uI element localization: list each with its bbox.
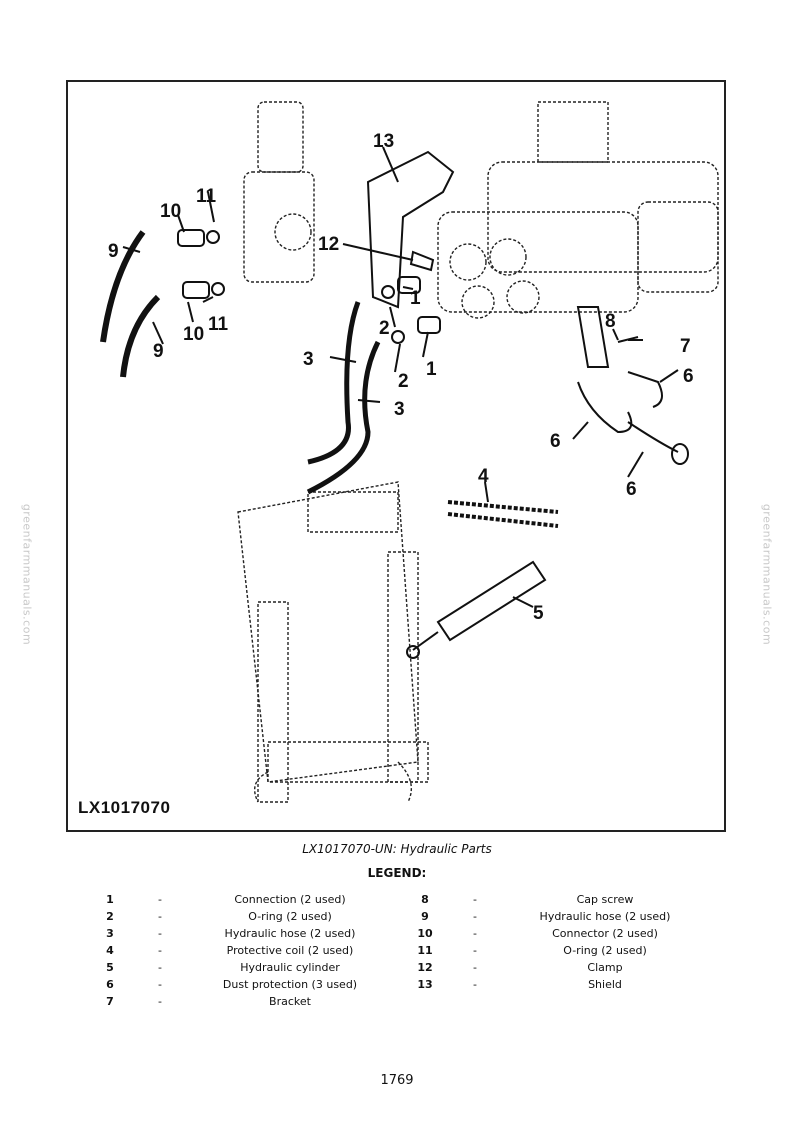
legend-description: Dust protection (3 used) (222, 978, 358, 991)
legend-number: 2 (106, 910, 114, 923)
callout-6-right: 6 (683, 366, 694, 387)
callout-10-upper: 10 (160, 201, 181, 222)
legend-number: 6 (106, 978, 114, 991)
legend-description: Protective coil (2 used) (226, 944, 354, 957)
figure-id-label: LX1017070 (78, 798, 171, 817)
legend-number: 7 (106, 995, 114, 1008)
hydraulic-parts-drawing: 13 11 10 9 12 11 10 9 1 2 8 7 3 1 2 6 3 … (100, 101, 719, 803)
legend-description: Hydraulic hose (2 used) (224, 927, 356, 940)
legend-description: Clamp (587, 961, 623, 974)
callout-2-upper: 2 (379, 318, 390, 339)
figure-caption: LX1017070-UN: Hydraulic Parts (302, 842, 492, 856)
callout-9-lower: 9 (153, 341, 164, 362)
legend-dash: - (473, 893, 477, 906)
legend-number: 3 (106, 927, 114, 940)
legend-dash: - (473, 927, 477, 940)
callout-3-lower: 3 (394, 399, 405, 420)
legend-dash: - (473, 978, 477, 991)
legend-dash: - (158, 961, 162, 974)
legend-number: 9 (421, 910, 429, 923)
legend-number: 13 (417, 978, 433, 991)
callout-8: 8 (605, 311, 616, 332)
callout-7: 7 (680, 336, 691, 357)
legend-description: Shield (588, 978, 622, 991)
callout-10-lower: 10 (183, 324, 204, 345)
callout-2-lower: 2 (398, 371, 409, 392)
callout-1-lower: 1 (426, 359, 437, 380)
legend-dash: - (158, 995, 162, 1008)
legend-title: LEGEND: (367, 866, 427, 880)
callout-12: 12 (318, 234, 339, 255)
figure-frame: 13 11 10 9 12 11 10 9 1 2 8 7 3 1 2 6 3 … (66, 80, 726, 832)
callout-4: 4 (478, 466, 489, 487)
callout-6-left: 6 (550, 431, 561, 452)
legend-number: 10 (417, 927, 433, 940)
watermark-right: greenfarmmanuals.com (760, 503, 774, 646)
legend-description: Cap screw (576, 893, 634, 906)
legend-dash: - (473, 944, 477, 957)
legend-dash: - (473, 961, 477, 974)
legend-description: Bracket (269, 995, 311, 1008)
legend-dash: - (158, 893, 162, 906)
legend-description: O-ring (2 used) (248, 910, 332, 923)
legend-dash: - (158, 978, 162, 991)
callout-9-upper: 9 (108, 241, 119, 262)
legend-number: 12 (417, 961, 433, 974)
watermark-left: greenfarmmanuals.com (20, 503, 34, 646)
legend-number: 11 (417, 944, 433, 957)
legend-number: 5 (106, 961, 114, 974)
legend-dash: - (473, 910, 477, 923)
legend-description: O-ring (2 used) (563, 944, 647, 957)
legend-dash: - (158, 944, 162, 957)
callout-6-bottom: 6 (626, 479, 637, 500)
callout-11-lower: 11 (208, 314, 229, 335)
page-number: 1769 (380, 1073, 414, 1088)
legend-number: 1 (106, 893, 114, 906)
callout-11-upper: 11 (196, 186, 217, 207)
legend-description: Hydraulic cylinder (240, 961, 340, 974)
legend-description: Connector (2 used) (552, 927, 658, 940)
legend-description: Hydraulic hose (2 used) (539, 910, 671, 923)
callout-3-upper: 3 (303, 349, 314, 370)
legend-dash: - (158, 910, 162, 923)
legend-description: Connection (2 used) (234, 893, 346, 906)
callout-5: 5 (533, 603, 544, 624)
legend-number: 4 (106, 944, 114, 957)
callout-1-upper: 1 (410, 288, 421, 309)
legend-number: 8 (421, 893, 429, 906)
legend-dash: - (158, 927, 162, 940)
callout-13: 13 (373, 131, 394, 152)
